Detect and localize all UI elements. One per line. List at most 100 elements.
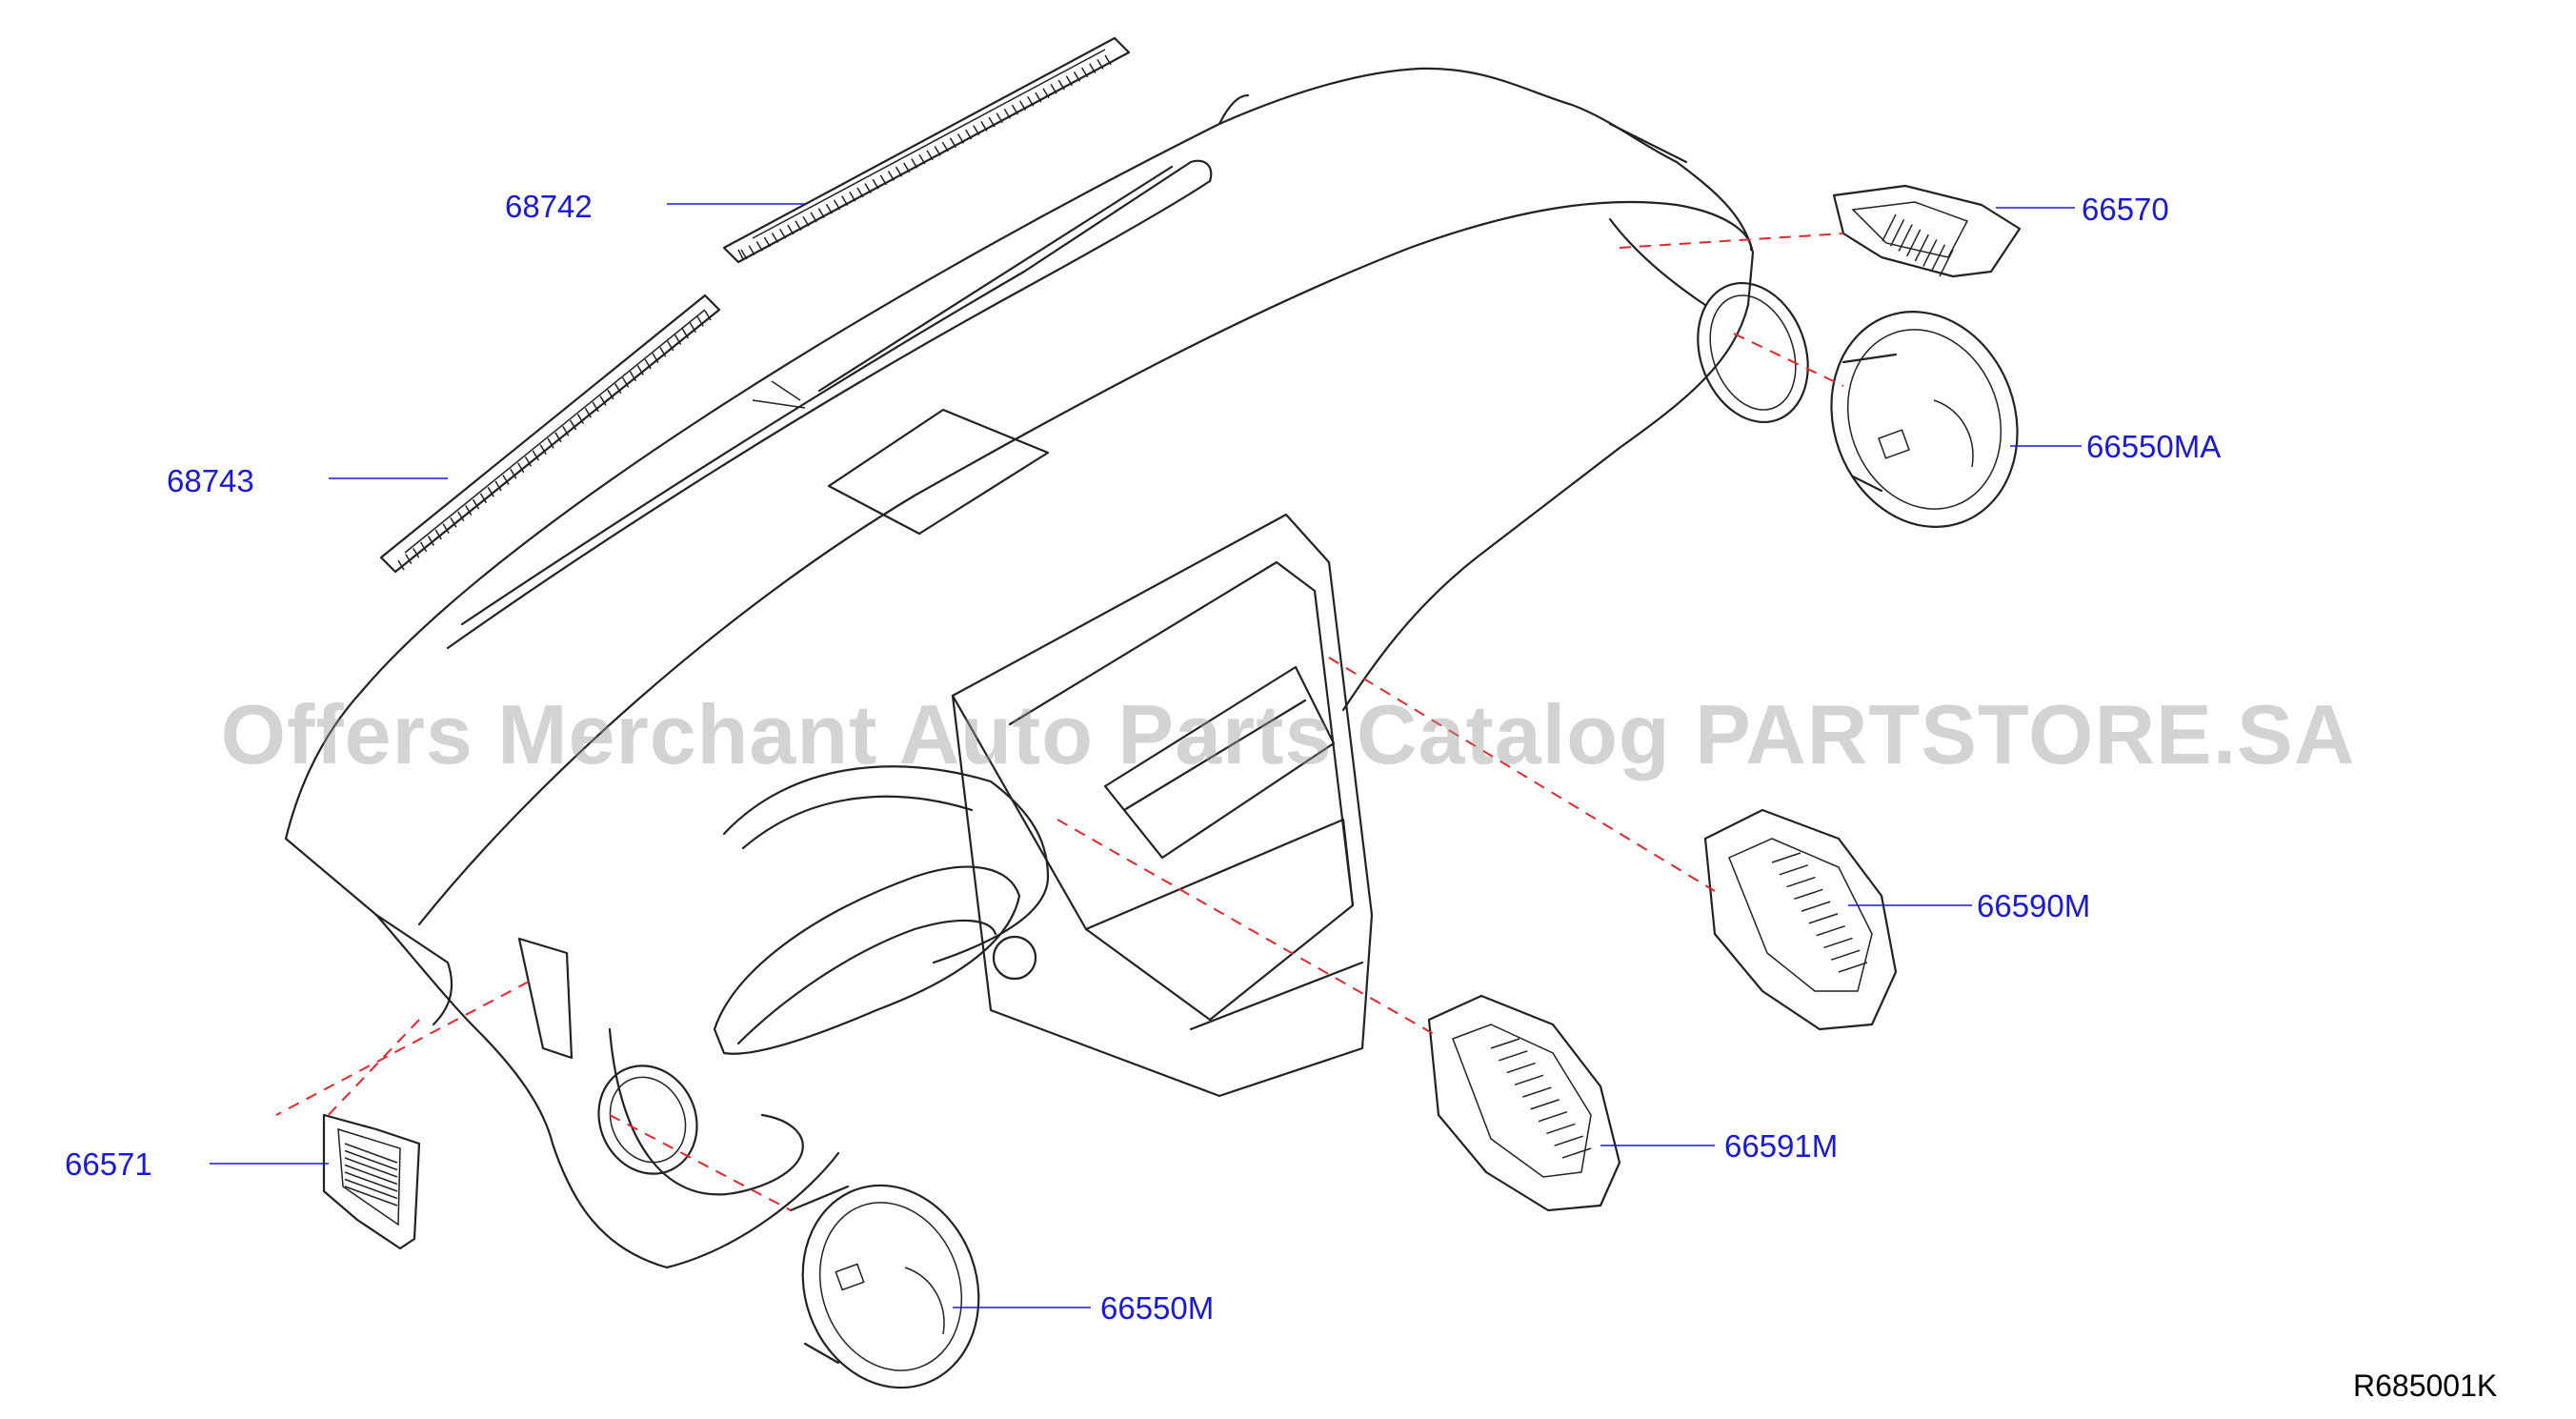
slat-line <box>629 371 637 382</box>
slat-line <box>465 505 473 516</box>
slat-line <box>1930 244 1946 273</box>
slat-line <box>825 203 834 214</box>
slat-line <box>479 493 488 504</box>
slat-line <box>1050 83 1057 94</box>
slat-line <box>864 183 872 193</box>
slat-line <box>996 112 1003 124</box>
slat-line <box>903 162 911 173</box>
slat-line <box>1779 864 1809 876</box>
slat-line <box>1898 224 1913 252</box>
slat-line <box>771 233 779 244</box>
slat-line <box>442 523 450 535</box>
slat-line <box>856 187 864 198</box>
slat-line <box>1089 63 1097 74</box>
slat-line <box>849 191 856 202</box>
slat-line <box>956 133 965 144</box>
slat-line <box>524 456 533 467</box>
slat-line <box>1561 1147 1592 1159</box>
callout-66550M: 66550M <box>1100 1290 1215 1326</box>
slat-line <box>457 511 465 522</box>
slat-line <box>1808 913 1839 924</box>
slat-line <box>810 212 817 223</box>
slat-line <box>1080 67 1089 78</box>
side-vent-66570 <box>1832 184 2022 278</box>
slat-line <box>1018 100 1027 111</box>
slat-line <box>696 316 704 327</box>
meter-hood <box>608 765 1050 1196</box>
slat-line <box>748 245 755 256</box>
round-vent-66550MA <box>1830 311 2019 528</box>
slat-line <box>636 365 644 375</box>
slat-line <box>674 334 682 345</box>
callout-68742: 68742 <box>505 189 593 224</box>
instrument-panel <box>284 67 1755 1269</box>
round-vent-66550M <box>789 1184 980 1389</box>
slat-line <box>1816 924 1845 937</box>
slat-line <box>872 178 879 190</box>
defroster-grille-68742 <box>722 36 1131 264</box>
slat-line <box>1830 949 1861 961</box>
slat-line <box>584 407 592 418</box>
slat-line <box>547 437 554 449</box>
slat-line <box>980 121 988 132</box>
slat-line <box>704 310 712 321</box>
watermark-text: Offers Merchant Auto Parts Catalog PARTS… <box>220 687 2356 781</box>
slat-line <box>833 199 841 211</box>
slat-line <box>652 353 659 364</box>
assembly-guides <box>275 233 1844 1211</box>
slat-line <box>344 1149 398 1171</box>
slat-line <box>934 146 941 156</box>
slat-line <box>419 541 428 553</box>
center-vent-66590M <box>1703 808 1898 1031</box>
slat-line <box>554 432 562 443</box>
slat-line <box>344 1157 398 1178</box>
slat-line <box>621 376 630 388</box>
slat-line <box>988 116 996 128</box>
slat-line <box>510 468 517 479</box>
slat-line <box>1530 1099 1560 1110</box>
slat-line <box>397 559 405 571</box>
slat-line <box>918 153 926 165</box>
slat-line <box>413 547 420 558</box>
slat-line <box>472 498 480 510</box>
slat-line <box>1554 1135 1583 1146</box>
slat-line <box>607 389 614 400</box>
callout-66591M: 66591M <box>1724 1128 1839 1164</box>
slat-line <box>1097 58 1104 70</box>
left-side-opening <box>517 937 698 1175</box>
slat-line <box>795 220 802 232</box>
slat-line <box>344 1178 398 1200</box>
slat-line <box>1011 104 1019 115</box>
slat-line <box>841 195 849 206</box>
slat-line <box>802 215 810 227</box>
slat-line <box>494 480 502 492</box>
slat-line <box>1506 1062 1536 1074</box>
slat-line <box>517 462 525 474</box>
slat-line <box>1786 876 1816 888</box>
callout-66571: 66571 <box>65 1146 152 1182</box>
center-stack <box>951 513 1374 1098</box>
slat-line <box>740 249 748 260</box>
slat-line <box>689 322 696 334</box>
slat-line <box>1027 96 1035 107</box>
right-side-opening <box>1608 217 1809 424</box>
slat-line <box>1939 249 1954 277</box>
slat-line <box>965 129 973 140</box>
slat-line <box>427 536 435 546</box>
slat-line <box>887 171 896 181</box>
slat-line <box>599 395 607 406</box>
slat-line <box>1801 901 1831 912</box>
slat-line <box>941 141 949 152</box>
slat-line <box>1922 239 1938 267</box>
slat-line <box>973 125 980 136</box>
slat-line <box>344 1171 398 1192</box>
slat-line <box>1838 962 1868 973</box>
slat-line <box>1490 1038 1520 1049</box>
slat-line <box>1522 1086 1552 1098</box>
leader-lines <box>210 203 2082 1308</box>
slat-line <box>344 1164 398 1186</box>
slat-line <box>681 328 690 339</box>
callout-66550MA: 66550MA <box>2086 429 2222 464</box>
